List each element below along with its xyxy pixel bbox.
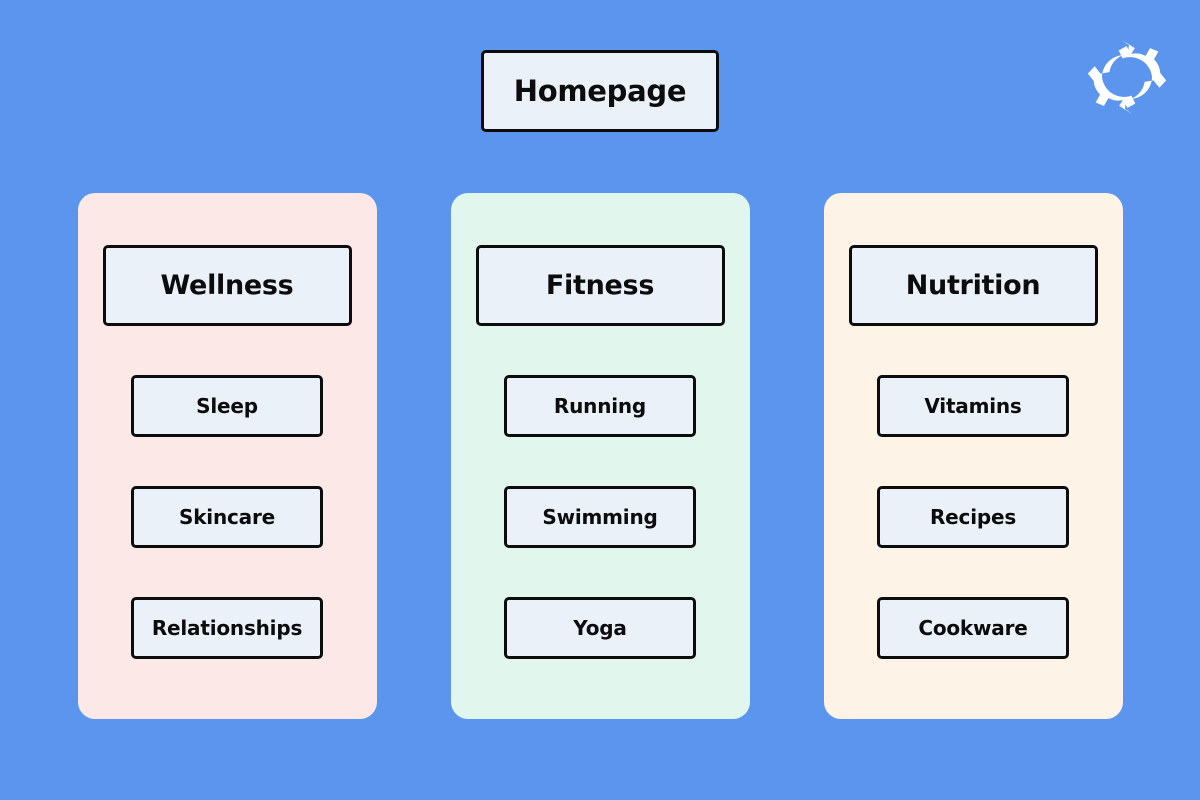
node-category-fitness[interactable]: Fitness	[475, 245, 725, 326]
node-item-relationships[interactable]: Relationships	[131, 597, 323, 659]
node-homepage[interactable]: Homepage	[481, 50, 719, 132]
panel-fitness: Fitness Running Swimming Yoga	[450, 193, 750, 719]
category-columns: Wellness Sleep Skincare Relationships Fi…	[0, 193, 1200, 719]
root-node-container: Homepage	[0, 50, 1200, 132]
panel-nutrition: Nutrition Vitamins Recipes Cookware	[823, 193, 1123, 719]
node-category-nutrition[interactable]: Nutrition	[848, 245, 1098, 326]
node-item-cookware[interactable]: Cookware	[877, 597, 1069, 659]
node-item-recipes[interactable]: Recipes	[877, 486, 1069, 548]
node-item-sleep[interactable]: Sleep	[131, 375, 323, 437]
node-category-wellness[interactable]: Wellness	[102, 245, 352, 326]
node-item-skincare[interactable]: Skincare	[131, 486, 323, 548]
item-list-wellness: Sleep Skincare Relationships	[103, 375, 352, 659]
node-item-yoga[interactable]: Yoga	[504, 597, 696, 659]
node-item-vitamins[interactable]: Vitamins	[877, 375, 1069, 437]
node-item-swimming[interactable]: Swimming	[504, 486, 696, 548]
double-gear-icon	[1076, 28, 1178, 126]
item-list-nutrition: Vitamins Recipes Cookware	[849, 375, 1098, 659]
node-item-running[interactable]: Running	[504, 375, 696, 437]
item-list-fitness: Running Swimming Yoga	[476, 375, 725, 659]
panel-wellness: Wellness Sleep Skincare Relationships	[77, 193, 377, 719]
